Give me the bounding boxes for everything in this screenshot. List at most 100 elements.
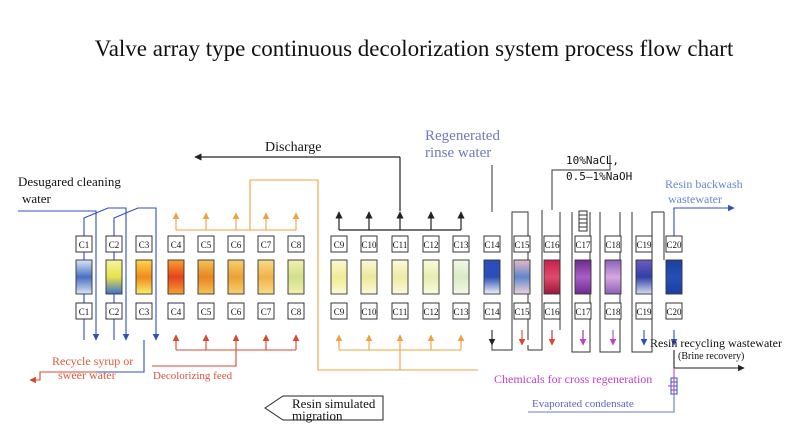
- resin-bed-c18: [604, 259, 622, 295]
- valve-bottom-label: C16: [544, 307, 560, 317]
- valve-bottom-label: C4: [171, 307, 182, 317]
- resin-bed-c13: [452, 259, 470, 295]
- valve-top-label: C3: [139, 240, 150, 250]
- resin-bed-c17: [574, 259, 592, 295]
- valve-bottom-label: C20: [666, 307, 682, 317]
- valve-bottom-label: C6: [231, 307, 242, 317]
- valve-top-label: C11: [393, 240, 408, 250]
- resin-bed-c7: [257, 259, 275, 295]
- valve-top-label: C4: [171, 240, 182, 250]
- resin-bed-c6: [227, 259, 245, 295]
- migration-label-line2: migration: [292, 408, 343, 423]
- resin-bed-c16: [543, 259, 561, 295]
- valve-top-label: C12: [423, 240, 438, 250]
- resin-bed-c14: [483, 259, 501, 295]
- resin-bed-c3: [135, 259, 153, 295]
- valve-top-c20: [665, 235, 683, 253]
- valve-top-label: C7: [261, 240, 272, 250]
- valve-bottom-c19: [635, 302, 653, 320]
- valve-top-c11: [391, 235, 409, 253]
- valve-bottom-c2: [105, 302, 123, 320]
- valve-bottom-label: C12: [423, 307, 438, 317]
- valve-top-c18: [604, 235, 622, 253]
- backwash-label-line2: wastewater: [668, 192, 722, 206]
- valve-bottom-c1: [75, 302, 93, 320]
- resin-bed-c20: [665, 259, 683, 295]
- discharge-line: [194, 153, 401, 211]
- valve-bottom-c7: [257, 302, 275, 320]
- valve-top-c16: [543, 235, 561, 253]
- valve-top-c1: [75, 235, 93, 253]
- valve-bottom-label: C13: [453, 307, 469, 317]
- valve-bottom-c5: [197, 302, 215, 320]
- valve-bottom-label: C7: [261, 307, 272, 317]
- valve-top-label: C8: [291, 240, 302, 250]
- valve-bottom-c10: [360, 302, 378, 320]
- brine-label: (Brine recovery): [678, 351, 744, 362]
- backwash-label-line1: Resin backwash: [665, 177, 743, 191]
- decolorizing-feed-line: [152, 334, 300, 367]
- decolorizing-feed-label: Decolorizing feed: [153, 370, 233, 382]
- valve-top-label: C18: [605, 240, 621, 250]
- valve-bottom-c11: [391, 302, 409, 320]
- regen-label-line1: Regenerated: [425, 128, 500, 144]
- valve-top-label: C1: [79, 240, 90, 250]
- resin-bed-c9: [330, 259, 348, 295]
- valve-bottom-c16: [543, 302, 561, 320]
- valve-bottom-label: C19: [636, 307, 652, 317]
- valve-bottom-label: C2: [109, 307, 120, 317]
- condensate-label: Evaporated condensate: [532, 398, 634, 410]
- valve-bottom-c20: [665, 302, 683, 320]
- valve-top-label: C2: [109, 240, 120, 250]
- migration-label-line1: Resin simulated: [292, 396, 376, 411]
- valve-top-label: C5: [201, 240, 212, 250]
- resin-bed-c5: [197, 259, 215, 295]
- valve-top-c14: [483, 235, 501, 253]
- valve-bottom-label: C14: [484, 307, 500, 317]
- recycle-label-line2: sweer water: [58, 368, 116, 382]
- valve-top-label: C6: [231, 240, 242, 250]
- resin-bed-c8: [287, 259, 305, 295]
- valve-top-c10: [360, 235, 378, 253]
- nacl-label: 10%NaCL,: [566, 154, 619, 167]
- valve-bottom-c14: [483, 302, 501, 320]
- valve-top-c4: [167, 235, 185, 253]
- valve-top-c5: [197, 235, 215, 253]
- desugared-label-line1: Desugared cleaning: [18, 174, 121, 189]
- valve-bottom-label: C17: [575, 307, 591, 317]
- valve-top-c3: [135, 235, 153, 253]
- desugared-label-line2: water: [22, 191, 52, 206]
- resin-bed-c12: [422, 259, 440, 295]
- regen-outlet-arrows: [488, 330, 678, 346]
- valve-top-label: C10: [361, 240, 377, 250]
- valve-top-c7: [257, 235, 275, 253]
- valve-bottom-label: C1: [79, 307, 90, 317]
- valve-bottom-c15: [513, 302, 531, 320]
- valve-top-label: C13: [453, 240, 469, 250]
- valve-top-c13: [452, 235, 470, 253]
- valve-bottom-c17: [574, 302, 592, 320]
- resin-bed-c11: [391, 259, 409, 295]
- resin-bed-c19: [635, 259, 653, 295]
- valve-bottom-label: C18: [605, 307, 621, 317]
- valve-bottom-label: C15: [514, 307, 530, 317]
- valve-top-label: C17: [575, 240, 591, 250]
- valve-top-label: C19: [636, 240, 652, 250]
- resin-bed-c4: [167, 259, 185, 295]
